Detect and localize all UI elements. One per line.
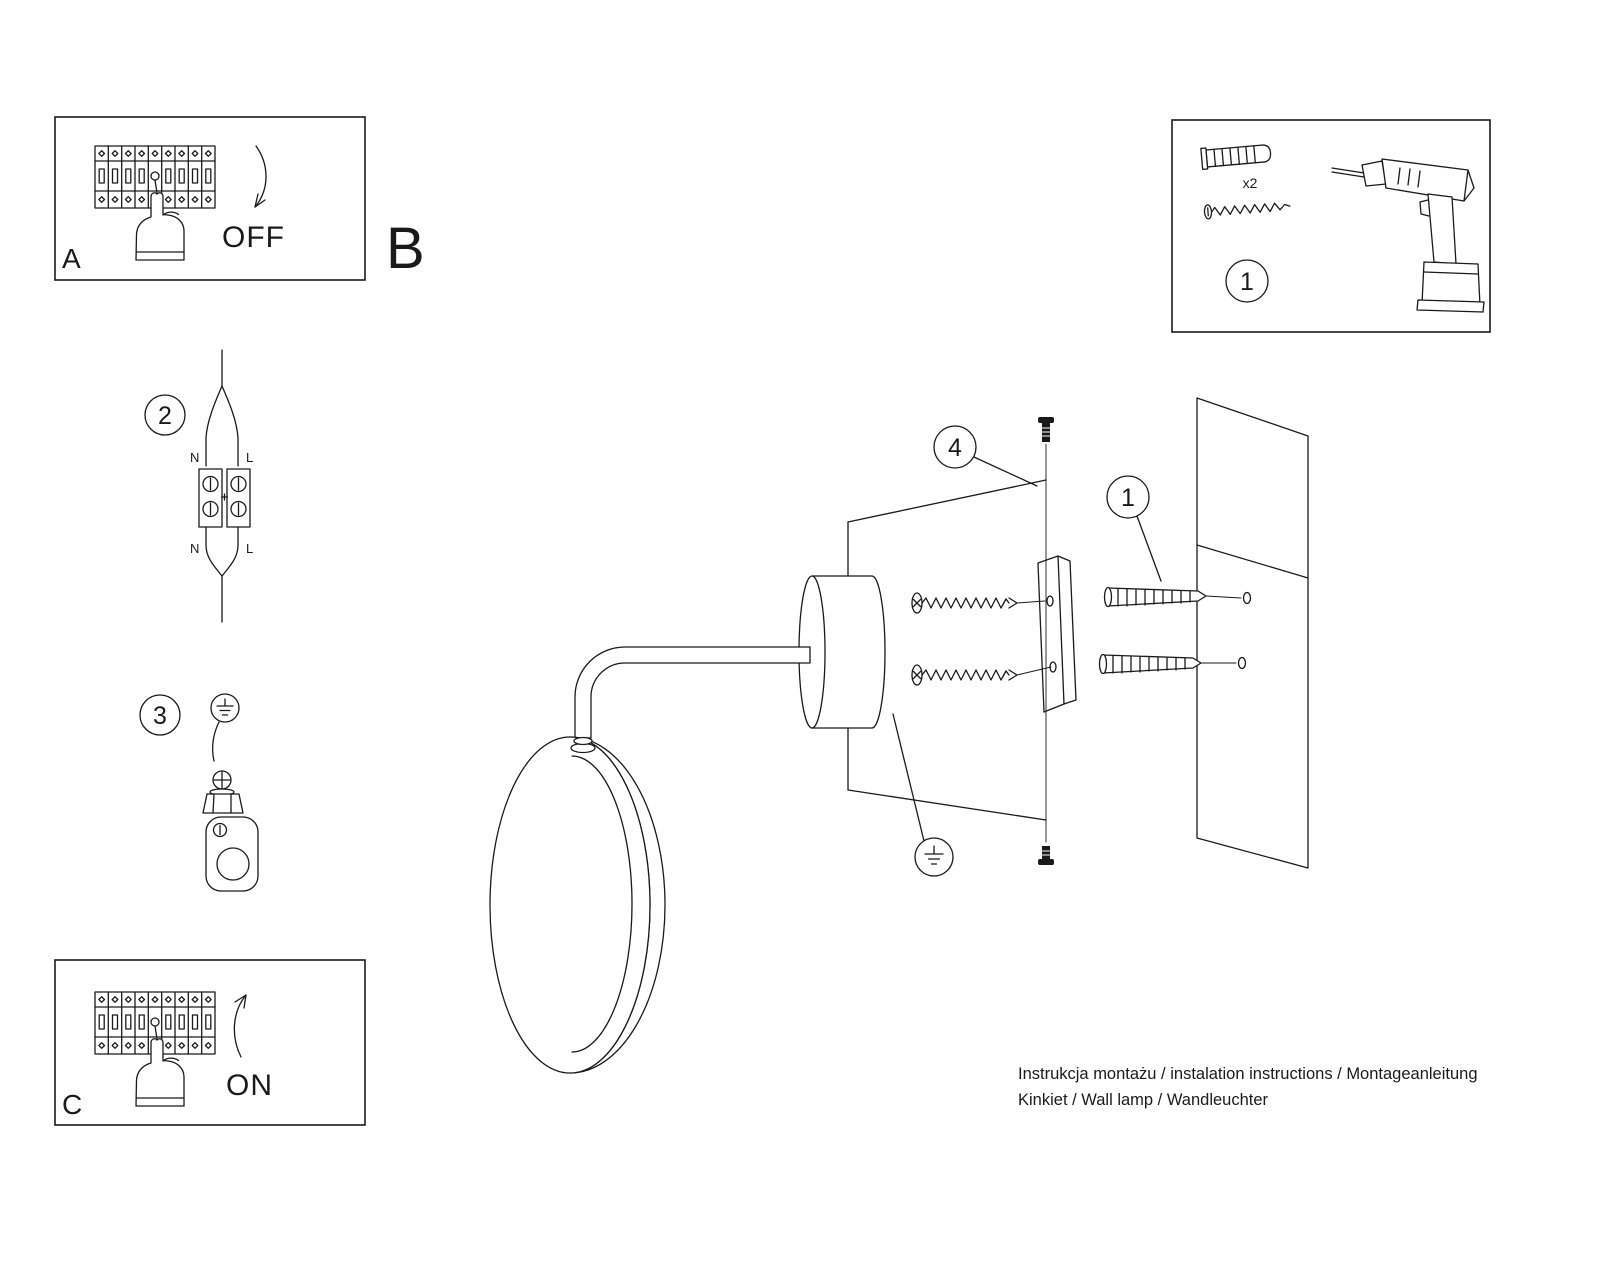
ground-terminal-icon: [202, 770, 244, 814]
panel-a-frame: [54, 116, 366, 281]
panel-c-power-on: C ON: [54, 959, 366, 1126]
step-4-number: 4: [948, 434, 962, 462]
screw-count-label: x2: [1243, 175, 1258, 191]
step-2-number: 2: [158, 402, 172, 430]
wall-panel: [1196, 397, 1309, 869]
kit-frame: [1171, 119, 1491, 333]
step-1-number: 1: [1240, 268, 1254, 296]
wire-label-n-top: N: [190, 450, 199, 465]
footer-line-1: Instrukcja montażu / instalation instruc…: [1018, 1065, 1478, 1083]
step-1-badge: 1: [1225, 259, 1269, 303]
supply-wires: [205, 349, 239, 623]
fixing-screw-icon: [911, 592, 1046, 614]
ground-symbol-icon: [914, 837, 954, 877]
terminal-block-icon: [198, 468, 251, 528]
wall-plug-icon: [1200, 144, 1272, 171]
arrow-down-icon: [254, 145, 267, 208]
anchor-step-badge: 1: [1106, 475, 1150, 519]
panel-c-frame: [54, 959, 366, 1126]
wire-label-n-bottom: N: [190, 541, 199, 556]
panel-c-letter: C: [62, 1089, 82, 1120]
arm-collar: [573, 736, 593, 746]
arrow-up-icon: [233, 994, 247, 1058]
drill-icon: [1331, 158, 1485, 313]
fixing-screw-icon: [911, 664, 1052, 686]
panel-c-action-label: ON: [226, 1069, 273, 1102]
lamp-shade: [489, 736, 666, 1074]
step-4-badge: 4: [933, 425, 977, 469]
lamp-canopy: [798, 575, 886, 729]
lamp-holder-icon: [205, 816, 259, 892]
ground-symbol-icon: [210, 693, 240, 723]
footer-line-2: Kinkiet / Wall lamp / Wandleuchter: [1018, 1091, 1269, 1109]
machine-screw-bottom-icon: [1038, 846, 1054, 865]
wall-anchor-icon: [1103, 586, 1242, 608]
screw-icon: [1203, 202, 1291, 220]
panel-a-action-label: OFF: [222, 221, 285, 254]
machine-screw-top-icon: [1038, 417, 1054, 442]
wall-hole-top: [1242, 591, 1252, 605]
step-3-badge: 3: [139, 694, 181, 736]
breaker-panel-icon: [95, 992, 215, 1106]
wire-label-l-bottom: L: [246, 541, 253, 556]
step-2-badge: 2: [144, 394, 186, 436]
wire-label-l-top: L: [246, 450, 253, 465]
footer: Instrukcja montażu / instalation instruc…: [1018, 1065, 1478, 1109]
ground-wire: [212, 721, 220, 762]
mounting-bracket: [1037, 555, 1077, 713]
anchor-step-number: 1: [1121, 484, 1135, 512]
step-3-number: 3: [153, 702, 167, 730]
panel-a-power-off: A OFF: [54, 116, 366, 281]
ground-leader: [892, 713, 925, 842]
section-b-letter: B: [386, 216, 425, 281]
lamp-arm: [574, 646, 811, 739]
exploded-view: 4 1: [489, 397, 1309, 1074]
grounding-step: 3: [139, 693, 259, 892]
step-4-leader: [973, 456, 1038, 487]
wall-anchor-icon: [1098, 653, 1237, 675]
hardware-kit-box: x2 1: [1171, 119, 1491, 333]
breaker-panel-icon: [95, 146, 215, 260]
panel-a-letter: A: [62, 243, 81, 274]
wiring-step: 2 N L N L: [144, 349, 253, 623]
wall-hole-bottom: [1237, 656, 1247, 670]
step-1-leader: [1136, 515, 1162, 582]
